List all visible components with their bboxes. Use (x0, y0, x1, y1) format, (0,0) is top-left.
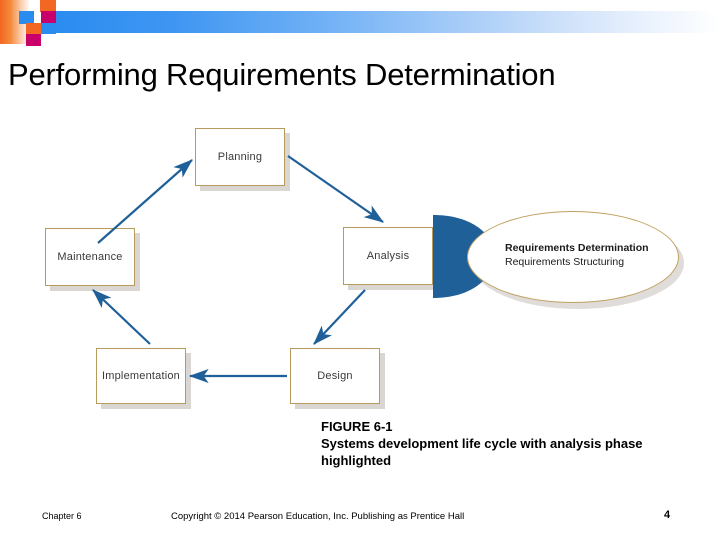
node-planning[interactable]: Planning (195, 128, 285, 186)
node-implementation-label: Implementation (101, 370, 180, 382)
arrow-planning-to-analysis (287, 155, 384, 223)
arrow-maintenance-to-planning (97, 159, 193, 244)
square-magenta-low (26, 34, 41, 46)
node-maintenance[interactable]: Maintenance (45, 228, 135, 286)
footer-page-number: 4 (664, 509, 671, 521)
diagram-sdlc: Planning Maintenance Analysis Implementa… (0, 110, 720, 420)
callout-line-2: Requirements Structuring (505, 256, 625, 268)
square-blue-band-join (41, 23, 56, 34)
arrow-implementation-to-maintenance (92, 289, 151, 345)
header-gradient-band (55, 11, 720, 33)
callout-text: Requirements Determination Requirements … (505, 241, 685, 269)
figure-number: FIGURE 6-1 (321, 419, 393, 434)
page-title: Performing Requirements Determination (8, 57, 556, 92)
footer-chapter: Chapter 6 (42, 511, 82, 521)
callout-ellipse[interactable] (467, 211, 679, 303)
callout-line-1: Requirements Determination (505, 242, 649, 254)
node-design[interactable]: Design (290, 348, 380, 404)
node-analysis[interactable]: Analysis (343, 227, 433, 285)
square-blue-small (19, 11, 34, 24)
arrow-layer (92, 155, 384, 384)
square-orange-top (40, 0, 56, 12)
node-design-label: Design (317, 370, 353, 382)
square-orange-mid (26, 23, 41, 34)
arrow-analysis-to-design (313, 289, 366, 345)
figure-caption: FIGURE 6-1 Systems development life cycl… (321, 418, 651, 469)
node-maintenance-label: Maintenance (57, 251, 123, 263)
figure-description: Systems development life cycle with anal… (321, 436, 643, 468)
node-planning-label: Planning (217, 151, 263, 163)
square-magenta-mid (41, 11, 56, 23)
footer-copyright: Copyright © 2014 Pearson Education, Inc.… (171, 511, 465, 522)
node-analysis-label: Analysis (366, 250, 410, 262)
node-implementation[interactable]: Implementation (96, 348, 186, 404)
